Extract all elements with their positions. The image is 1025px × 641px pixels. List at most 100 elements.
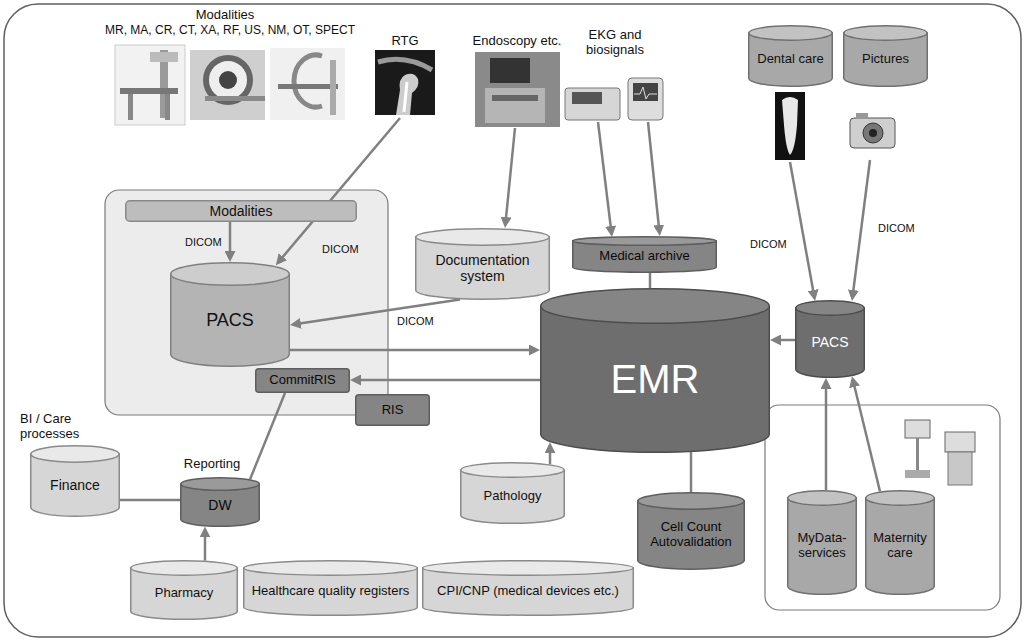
system-box: CommitRIS [255,368,350,393]
node-text: DW [186,497,254,513]
node-text: Healthcare quality registers [249,584,412,599]
ekg-device-photo [565,78,663,120]
edge-label: DICOM [183,236,224,249]
cylinder-top [171,263,290,286]
photo-frame [475,52,560,127]
photo-part [205,96,265,101]
group-panel [105,190,388,415]
cylinder-top [638,493,745,510]
photo-part [294,55,322,107]
cylinder-top [181,478,260,491]
image-arrow [790,162,814,293]
caption-label: DICOM [322,243,366,256]
photo-part [945,432,975,452]
cylinder-body [171,274,290,366]
storage-cylinder: Finance [30,445,120,517]
cylinder-top [244,561,418,576]
node-text: CommitRIS [261,373,344,388]
image-arrow [648,122,659,228]
storage-cylinder: PACS [795,300,865,378]
photo-part [628,78,663,120]
caption-label: DICOM [750,238,794,251]
photo-frame [775,92,805,160]
node-text: Medical archive [578,249,711,264]
photo-part [120,88,178,94]
photo-part [905,470,930,478]
cylinder-body [541,306,770,452]
storage-cylinder: Dental care [748,25,833,87]
outer-frame [4,4,1021,637]
photo-frame [375,50,435,115]
connector-arrow [250,393,285,479]
connector-arrow [649,273,652,288]
node-text: Pharmacy [136,586,232,601]
storage-cylinder: MyData-services [787,490,857,595]
c-arm-photo [270,48,345,120]
caption-label: RTG [380,34,430,49]
photo-part [916,438,919,470]
group-panel [765,405,1000,610]
caption-label: EKG and biosignals [575,28,655,58]
storage-cylinder: Maternity care [865,490,935,595]
connector-arrow [120,499,180,502]
connector-arrow [549,450,552,464]
connector-arrow [825,386,828,490]
photo-part [492,95,538,101]
storage-cylinder: Pharmacy [130,560,238,620]
cylinder-top [541,289,770,324]
node-text: RIS [361,403,424,418]
caption-label: Endoscopy etc. [467,34,567,49]
caption-label: BI / Care processes [20,412,100,442]
caption-label: Reporting [180,457,244,472]
cylinder-body [31,454,120,516]
storage-cylinder: PACS [170,262,290,367]
cylinder-top [573,237,717,246]
box-outline [126,201,357,222]
cylinder-top [416,229,550,246]
cylinder-top [788,491,857,506]
photo-part [869,129,877,137]
node-text: CPI/CNP (medical devices etc.) [428,584,628,599]
photo-part [330,60,336,115]
node-text: Dental care [754,52,827,67]
photo-frame [270,48,345,120]
node-text: PACS [176,310,284,331]
cylinder-top [749,26,833,41]
edge-label: DICOM [395,315,436,328]
ultrasound-machine-icon [905,420,975,485]
photo-part [565,88,620,120]
node-text: PACS [801,334,859,350]
storage-cylinder: Pathology [460,462,565,524]
system-box: RIS [355,394,430,426]
xray-table-photo [115,45,185,125]
cylinder-top [844,26,928,41]
endoscopy-photo [475,52,560,127]
node-text: Cell Count Autovalidation [643,520,739,550]
photo-frame [115,45,185,125]
storage-cylinder: Medical archive [572,236,717,273]
photo-part [396,74,418,115]
node-text: Modalities [131,203,351,219]
xray-image [375,50,435,115]
caption-label: Modalities [100,8,350,23]
cylinder-body [416,237,550,299]
photo-part [850,118,895,148]
node-text: MyData-services [793,531,851,561]
photo-part [485,88,545,123]
storage-cylinder: Pictures [843,25,928,87]
modality-bar: Modalities [125,200,357,222]
node-text: Pathology [466,489,559,504]
camera-icon [850,113,895,148]
photo-part [572,92,602,104]
dental-xray-image [775,92,805,160]
storage-cylinder: CPI/CNP (medical devices etc.) [422,560,634,616]
photo-part [782,97,798,155]
image-arrow [281,118,400,259]
node-text: Finance [36,477,114,493]
cylinder-top [866,491,935,506]
photo-part [905,420,930,438]
box-outline [356,395,430,426]
photo-part [633,83,658,101]
